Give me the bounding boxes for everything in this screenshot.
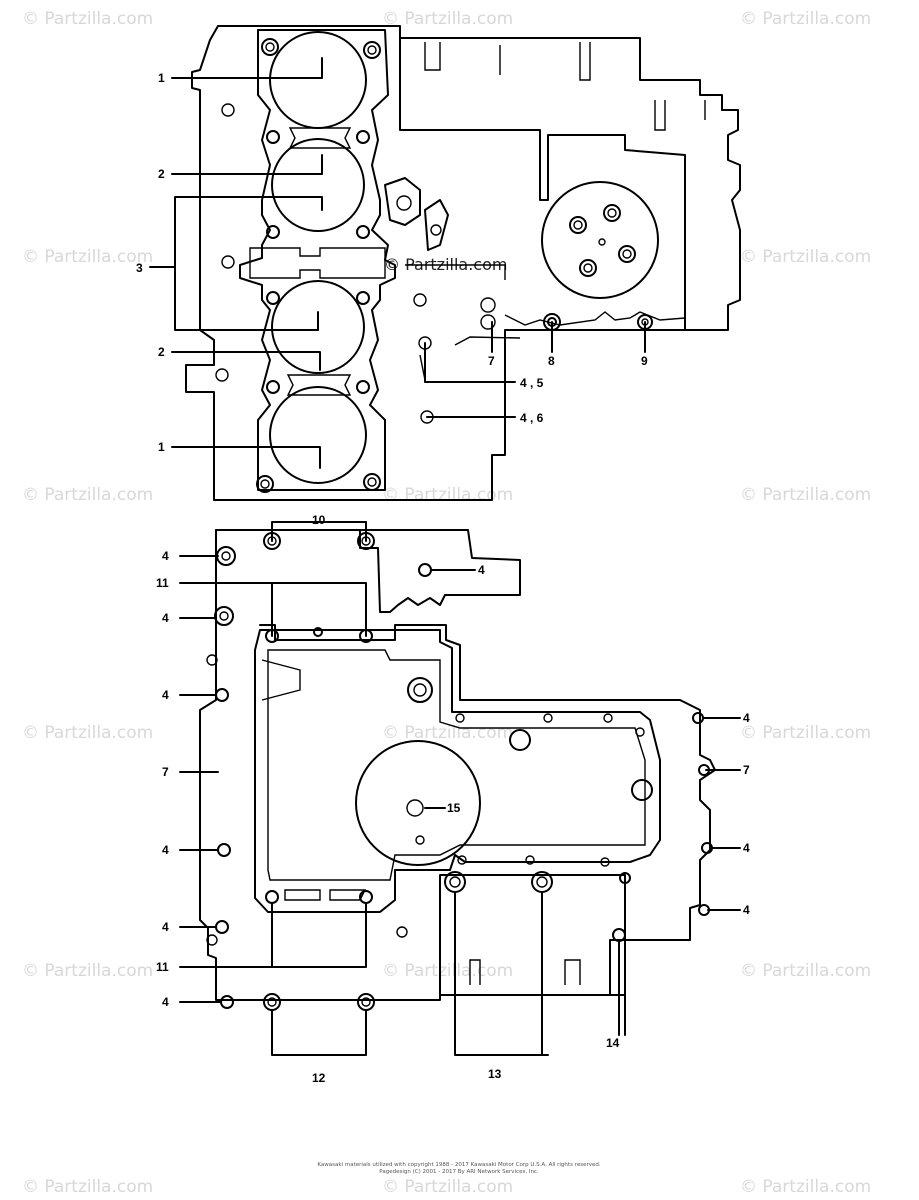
lower-crankcase [199,529,716,1011]
callout-3: 3 [136,261,143,275]
callout-4: 4 [162,611,169,625]
callout-4: 4 [162,920,169,934]
bottom-leaders [179,521,741,1056]
lower-gasket [254,629,661,913]
watermark: © Partzilla.com [382,485,513,505]
top-callouts: 1 2 3 2 1 7 8 9 4 , 5 4 , 6 [136,71,648,454]
bottom-callouts: 10 4 4 11 4 4 7 15 4 4 11 4 4 7 4 4 14 1… [156,513,750,1085]
watermark: © Partzilla.com [382,1177,513,1197]
round-cover [541,181,659,299]
callout-11: 11 [156,960,169,974]
callout-4: 4 [478,563,485,577]
callout-1: 1 [158,71,165,85]
cylinder-bore-2 [271,138,365,232]
callout-12: 12 [312,1071,326,1085]
cylinder-bore-1 [269,31,367,129]
watermark: © Partzilla.com [740,9,871,29]
watermark: © Partzilla.com [22,247,153,267]
watermark: © Partzilla.com [22,485,153,505]
watermark: © Partzilla.com [22,961,153,981]
cover-ribs [424,42,706,131]
cylinder-bore-4 [269,386,367,484]
callout-15: 15 [447,801,461,815]
callout-4: 4 [743,841,750,855]
watermark: © Partzilla.com [740,1177,871,1197]
watermark: © Partzilla.com [382,9,513,29]
footer: Kawasaki materials utilized with copyrig… [317,1162,600,1175]
cover-edge [399,37,686,331]
case-edge [504,311,686,326]
bracket [384,177,421,226]
callout-4: 4 [162,688,169,702]
callout-4-6: 4 , 6 [520,411,544,425]
water-passage [286,374,352,396]
callout-11: 11 [156,576,169,590]
watermark: © Partzilla.com [382,961,513,981]
pagedesign-line: Pagedesign (C) 2001 - 2017 By ARI Networ… [379,1169,539,1175]
callout-4: 4 [162,549,169,563]
callout-9: 9 [641,354,648,368]
callout-4: 4 [743,711,750,725]
callout-4: 4 [743,903,750,917]
watermark: © Partzilla.com [740,723,871,743]
cylinder-gasket [239,29,396,491]
gasket-inner [267,649,646,881]
callout-8: 8 [548,354,555,368]
callout-4-5: 4 , 5 [520,376,544,390]
callout-13: 13 [488,1067,502,1081]
water-passage [288,127,352,149]
upper-crankcase [185,25,741,501]
cylinder-bore-3 [271,280,365,374]
callout-7: 7 [162,765,169,779]
callout-2: 2 [158,167,165,181]
lower-bolts [206,532,713,1011]
water-passage [249,247,386,279]
watermark: © Partzilla.com [22,723,153,743]
lower-case-outline [199,529,716,1001]
watermark: © Partzilla.com [740,247,871,267]
watermark: © Partzilla.com [740,485,871,505]
top-leaders [149,57,646,469]
watermark-layer: © Partzilla.com © Partzilla.com © Partzi… [22,9,871,1197]
callout-14: 14 [606,1036,620,1050]
callout-4: 4 [162,843,169,857]
callout-10: 10 [312,513,326,527]
bracket [424,199,449,251]
callout-2: 2 [158,345,165,359]
callout-4: 4 [162,995,169,1009]
callout-7: 7 [743,763,750,777]
callout-1: 1 [158,440,165,454]
watermark: © Partzilla.com [22,9,153,29]
watermark: © Partzilla.com [740,961,871,981]
watermark: © Partzilla.com [22,1177,153,1197]
gasket-bolt-holes [215,38,381,493]
callout-7: 7 [488,354,495,368]
watermark: © Partzilla.com [382,723,513,743]
oil-pump-cover [355,740,481,866]
copyright-line: Kawasaki materials utilized with copyrig… [317,1162,600,1168]
lower-top-edge [215,529,521,613]
